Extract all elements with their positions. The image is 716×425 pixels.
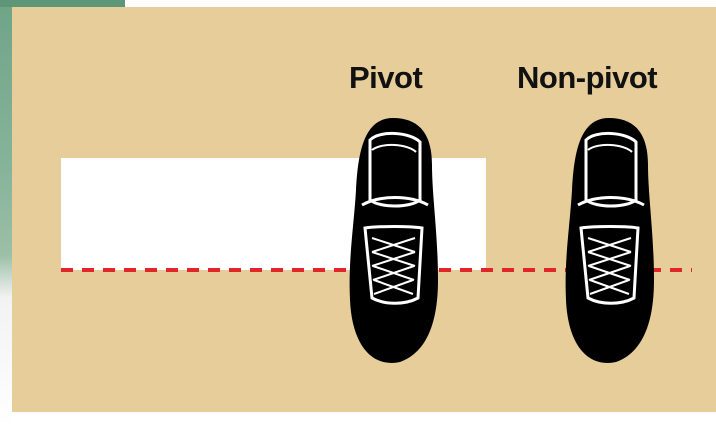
bottom-margin (12, 412, 716, 425)
